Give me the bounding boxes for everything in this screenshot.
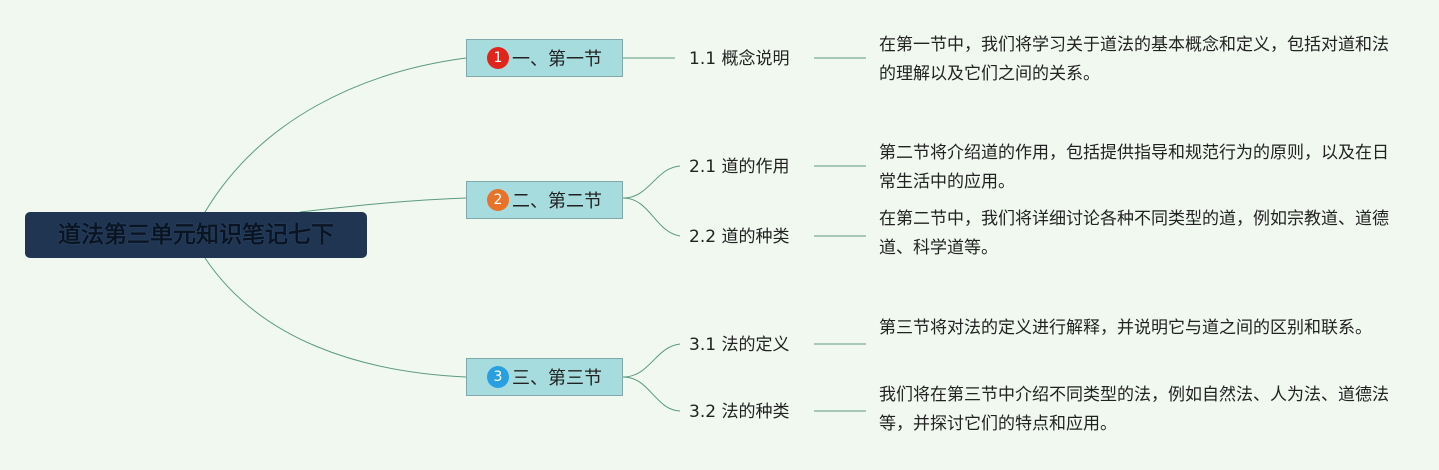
- priority-2-icon: 2: [487, 189, 509, 211]
- section-label: 一、第一节: [512, 49, 602, 70]
- connector-root-section-2: [299, 197, 467, 213]
- priority-3-icon: 3: [487, 366, 509, 388]
- priority-1-icon: 1: [487, 47, 509, 69]
- section-label: 三、第三节: [512, 368, 602, 389]
- connector-section-3-topic-2: [622, 376, 681, 412]
- section-node-1[interactable]: 1 一、第一节: [466, 39, 623, 77]
- connector-root-section-3: [204, 257, 467, 378]
- topic-description-1-1[interactable]: 在第一节中，我们将学习关于道法的基本概念和定义，包括对道和法的理解以及它们之间的…: [879, 35, 1389, 84]
- connector-section-2-topic-2: [622, 197, 681, 237]
- section-node-2[interactable]: 2 二、第二节: [466, 181, 623, 219]
- connector-section-3-topic-1: [622, 343, 681, 378]
- topic-node-3-1[interactable]: 3.1 法的定义: [689, 335, 790, 355]
- topic-node-2-2[interactable]: 2.2 道的种类: [689, 227, 790, 247]
- section-label: 二、第二节: [512, 191, 602, 212]
- connector-section-2-topic-1: [622, 165, 681, 199]
- topic-description-2-1[interactable]: 第二节将介绍道的作用，包括提供指导和规范行为的原则，以及在日常生活中的应用。: [879, 143, 1389, 192]
- root-title: 道法第三单元知识笔记七下: [58, 222, 334, 248]
- topic-node-2-1[interactable]: 2.1 道的作用: [689, 157, 790, 177]
- topic-description-3-1[interactable]: 第三节将对法的定义进行解释，并说明它与道之间的区别和联系。: [879, 318, 1372, 338]
- topic-description-2-2[interactable]: 在第二节中，我们将详细讨论各种不同类型的道，例如宗教道、道德道、科学道等。: [879, 209, 1389, 258]
- connector-root-section-1: [204, 57, 467, 213]
- topic-node-3-2[interactable]: 3.2 法的种类: [689, 402, 790, 422]
- topic-node-1-1[interactable]: 1.1 概念说明: [689, 49, 790, 69]
- topic-description-3-2[interactable]: 我们将在第三节中介绍不同类型的法，例如自然法、人为法、道德法等，并探讨它们的特点…: [879, 385, 1389, 434]
- root-node[interactable]: 道法第三单元知识笔记七下: [25, 212, 367, 258]
- section-node-3[interactable]: 3 三、第三节: [466, 358, 623, 396]
